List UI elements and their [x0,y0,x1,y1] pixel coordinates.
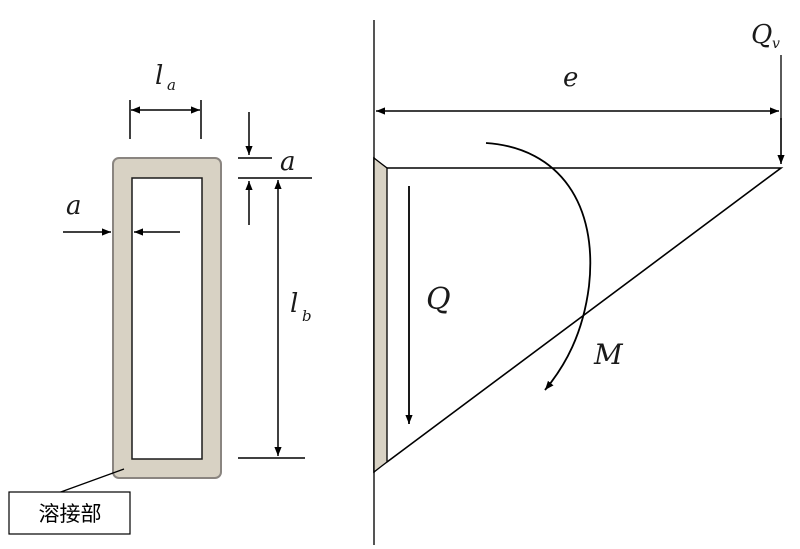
side-thickness-label: a [66,191,82,221]
shear-label: Q [426,282,451,317]
height-dimension: l b [238,177,312,459]
bracket-outline [386,167,784,463]
height-label-sub: b [302,307,312,325]
bracket-load-diagram: e Q v Q M [373,20,785,545]
width-dimension: l a [129,61,202,139]
width-label-sub: a [167,76,176,94]
wall-weld-strip [373,156,388,474]
bending-moment: M [485,142,624,391]
weld-inner-hollow [131,177,203,460]
top-thickness-label: a [280,147,296,177]
shear-force: Q [405,186,451,424]
applied-load: Q v [751,20,785,164]
eccentricity-label: e [563,63,578,93]
weld-callout: 溶接部 [8,468,131,535]
weld-callout-label: 溶接部 [39,502,102,526]
side-thickness-dimension: a [63,191,180,236]
weld-callout-box [8,491,131,535]
load-label-main: Q [751,20,772,50]
load-label-sub: v [772,36,780,52]
weld-cross-section: l a l b a a 溶接部 [8,61,312,535]
moment-label: M [593,338,624,371]
width-label-main: l [155,61,163,91]
top-thickness-dimension: a [238,112,296,225]
height-label-main: l [290,289,298,319]
eccentricity-dimension: e [376,55,782,120]
